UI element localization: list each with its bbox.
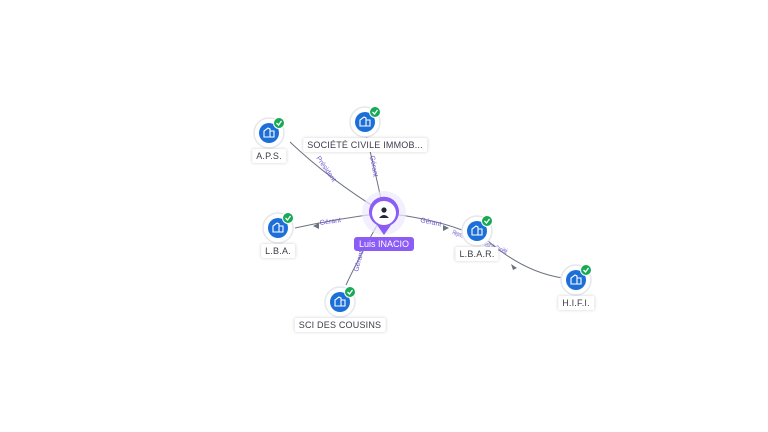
arrowheads <box>313 223 517 270</box>
person-node[interactable] <box>362 191 406 235</box>
building-glyph <box>570 274 582 285</box>
check-mark <box>347 289 354 295</box>
verified-check-icon <box>344 286 356 298</box>
verified-check-icon <box>580 264 592 276</box>
verified-check-icon <box>369 106 381 118</box>
company-label-societe[interactable]: SOCIÉTÉ CIVILE IMMOB... <box>303 138 427 152</box>
check-mark <box>372 109 379 115</box>
verified-check-icon <box>273 117 285 129</box>
building-icon <box>355 112 375 132</box>
edge-label-gerant-societe: Gérant <box>368 155 379 177</box>
arrow-lba <box>313 223 319 229</box>
company-label-lba[interactable]: L.B.A. <box>261 244 295 258</box>
building-glyph <box>263 127 275 138</box>
company-node-hifi[interactable] <box>560 264 592 296</box>
building-icon <box>566 270 586 290</box>
company-label-sci[interactable]: SCI DES COUSINS <box>294 318 386 332</box>
company-node-sci[interactable] <box>324 286 356 318</box>
building-glyph <box>359 116 371 127</box>
building-icon <box>467 221 487 241</box>
check-mark <box>276 120 283 126</box>
company-node-societe[interactable] <box>349 106 381 138</box>
verified-check-icon <box>282 212 294 224</box>
verified-check-icon <box>481 215 493 227</box>
person-icon <box>379 207 389 218</box>
edges <box>289 134 564 286</box>
building-glyph <box>334 296 346 307</box>
check-mark <box>583 267 590 273</box>
building-glyph <box>471 225 483 236</box>
company-node-lba[interactable] <box>262 212 294 244</box>
person-label[interactable]: Luis INACIO <box>353 237 415 251</box>
building-icon <box>330 292 350 312</box>
arrow-lbar <box>443 225 449 231</box>
company-node-aps[interactable] <box>253 117 285 149</box>
company-label-hifi[interactable]: H.I.F.I. <box>558 296 594 310</box>
edge-label-gerant-sci: Gérant <box>353 250 365 273</box>
company-label-aps[interactable]: A.P.S. <box>252 149 286 163</box>
building-icon <box>268 218 288 238</box>
edge-label-gerant-lba: Gérant <box>319 217 341 227</box>
building-glyph <box>272 222 284 233</box>
check-mark <box>484 218 491 224</box>
company-node-lbar[interactable] <box>461 215 493 247</box>
edge-label-gerant-lbar: Gérant <box>420 217 442 228</box>
edge-label-president: Président <box>314 155 337 183</box>
arrow-hifi <box>511 264 517 270</box>
building-icon <box>259 123 279 143</box>
company-label-lbar[interactable]: L.B.A.R. <box>455 247 499 261</box>
check-mark <box>285 215 292 221</box>
